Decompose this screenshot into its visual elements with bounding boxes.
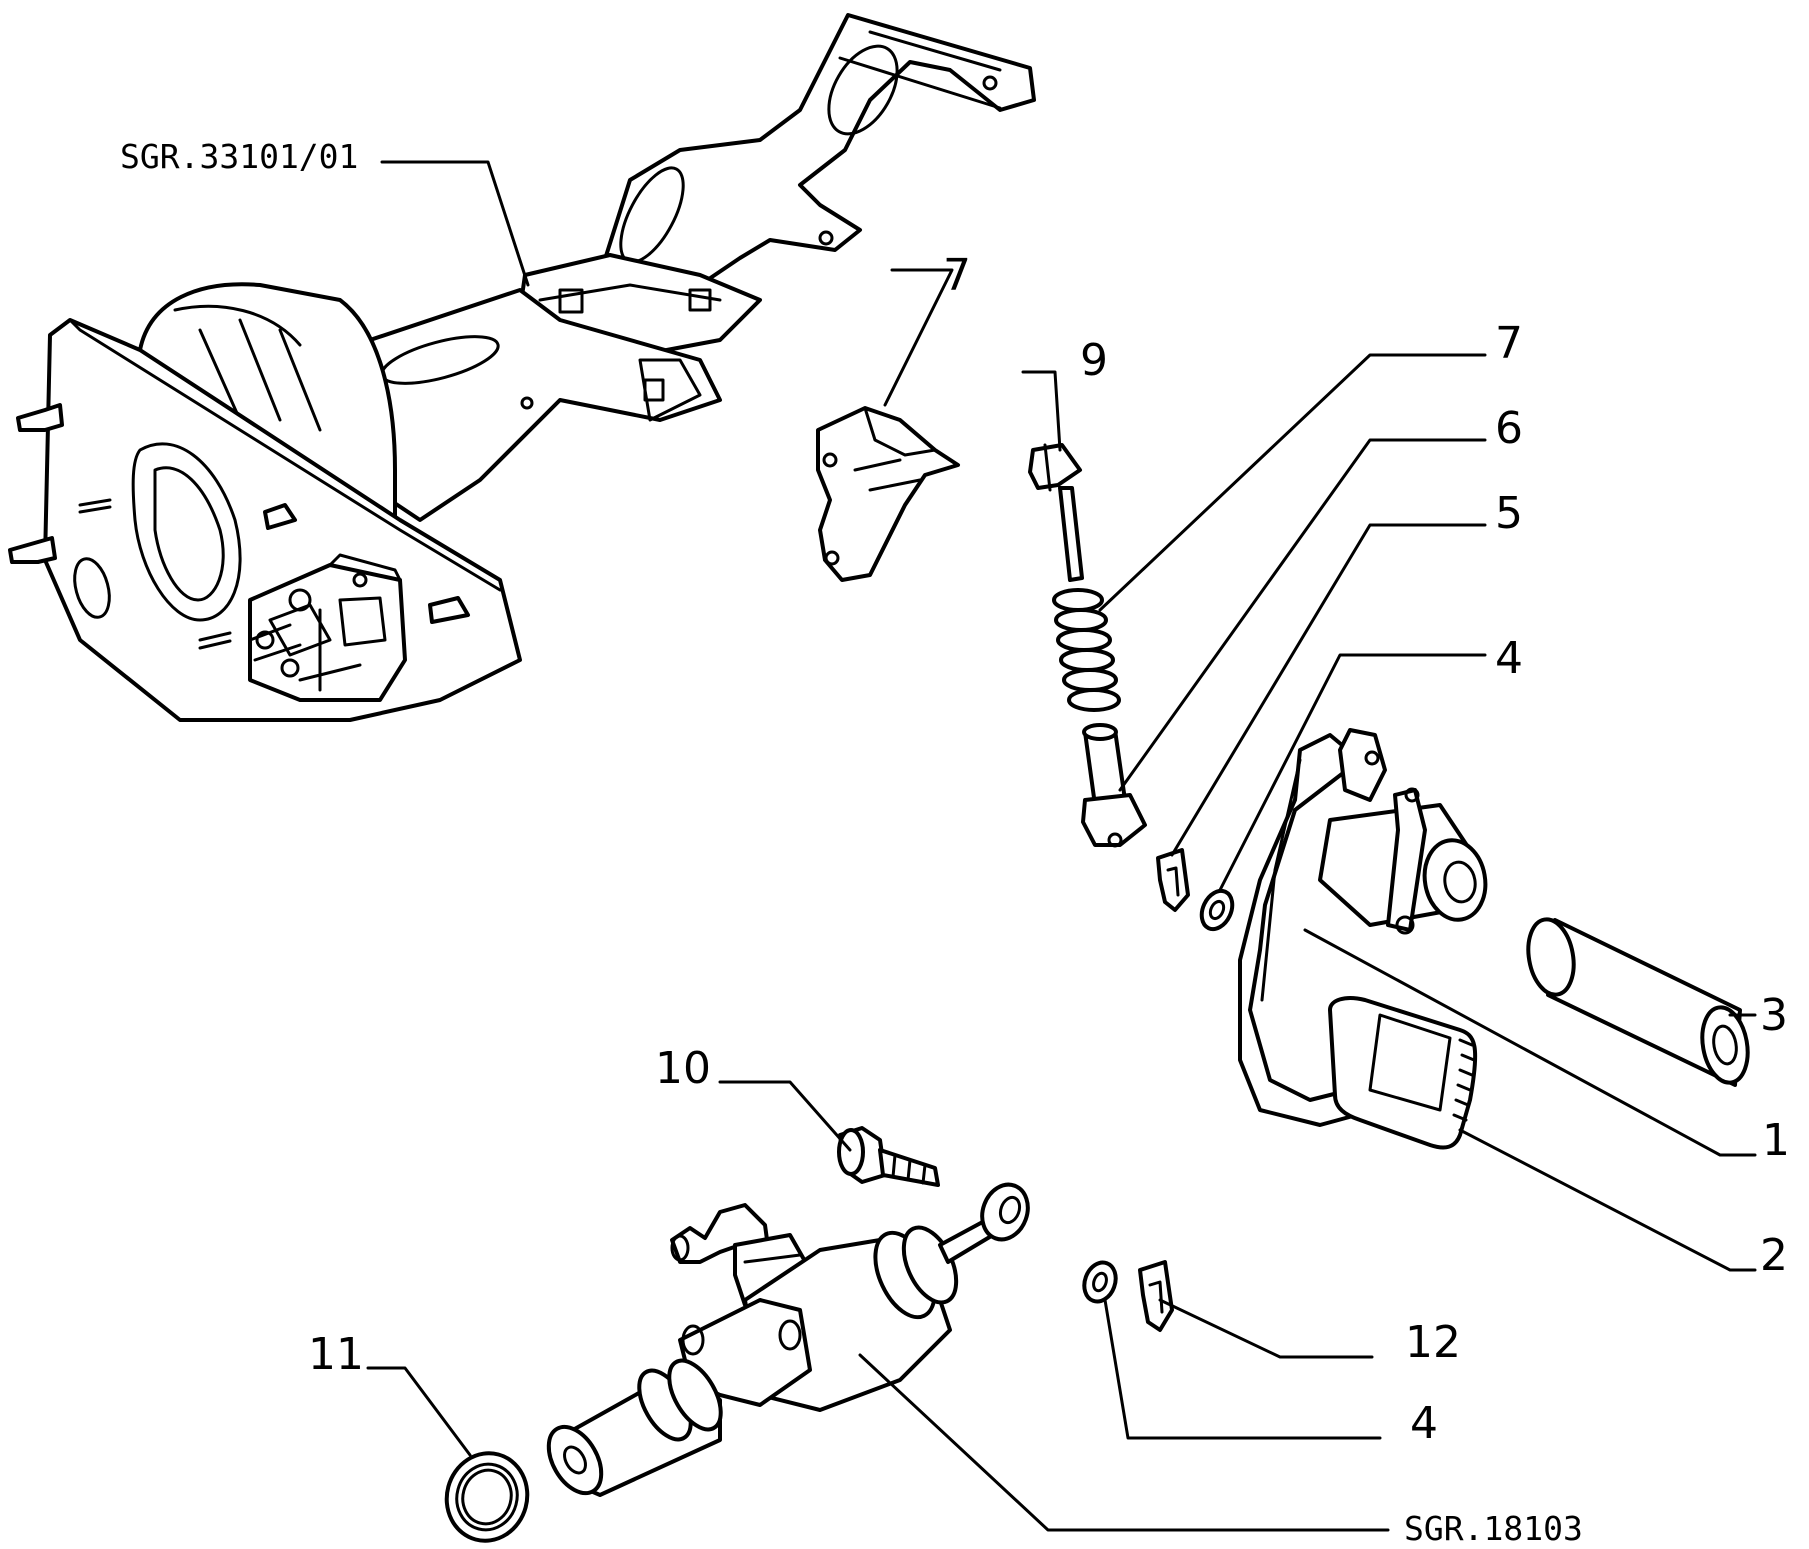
seal-ring-part-11 (444, 1451, 530, 1543)
callout-1: 1 (1762, 1115, 1790, 1166)
clip-part-5 (1156, 848, 1190, 912)
callout-4-lower: 4 (1410, 1398, 1438, 1449)
guide-sleeve-part-6 (1081, 723, 1147, 848)
reference-upper: SGR.33101/01 (120, 137, 358, 176)
clip-part-12 (1138, 1260, 1174, 1332)
spring-part-7 (1052, 588, 1121, 712)
leader-lines (366, 160, 1757, 1532)
callout-9: 9 (1080, 335, 1108, 386)
callout-12: 12 (1405, 1317, 1461, 1368)
callout-10: 10 (655, 1043, 711, 1094)
pushrod-part-9 (1028, 443, 1084, 582)
callout-labels: SGR.33101/01 SGR.18103 7 9 7 6 5 4 3 1 2… (120, 137, 1790, 1548)
washer-part-4-lower (1082, 1260, 1118, 1304)
callout-7: 7 (1495, 318, 1523, 369)
callout-8: 7 (943, 250, 971, 301)
callout-3: 3 (1760, 990, 1788, 1041)
reference-lower: SGR.18103 (1404, 1509, 1583, 1548)
callout-2: 2 (1760, 1230, 1788, 1281)
pedal-pad-part-2 (1328, 996, 1478, 1150)
bolt-part-10 (837, 1126, 940, 1187)
callout-6: 6 (1495, 403, 1523, 454)
bushing-part-3 (1526, 917, 1750, 1087)
washer-part-4-upper (1199, 888, 1235, 932)
callout-4-upper: 4 (1495, 633, 1523, 684)
pedal-box-assembly (8, 13, 1036, 722)
pedal-lever-part-1 (1238, 728, 1488, 1127)
callout-11: 11 (308, 1329, 364, 1380)
clutch-master-cylinder (546, 1182, 1030, 1497)
callout-5: 5 (1495, 488, 1523, 539)
bracket-part-8 (816, 406, 960, 582)
